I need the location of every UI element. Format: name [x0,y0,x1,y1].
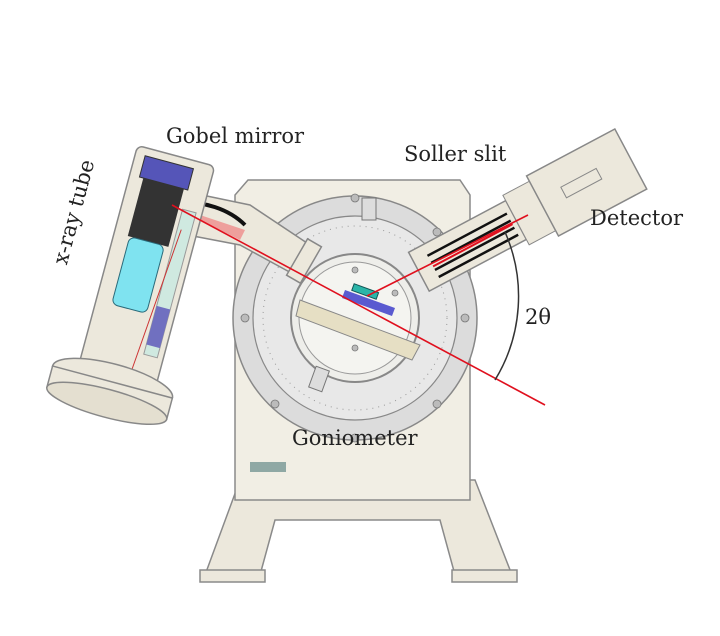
detector [525,127,648,238]
diffracted-beam [366,214,529,297]
label-gobel-mirror: Gobel mirror [166,124,305,148]
label-goniometer: Goniometer [292,426,418,450]
label-soller-slit: Soller slit [404,142,507,166]
label-detector: Detector [590,206,684,230]
xray-tube [45,146,215,426]
two-theta-arc [494,231,520,381]
xray-beams [171,204,546,406]
sample [351,283,380,300]
label-plate [250,462,286,472]
goniometer-stand [199,479,518,583]
sample-holder [342,290,395,316]
incident-beam [171,204,546,406]
soller-slit [426,212,519,279]
label-two-theta: 2θ [525,305,552,329]
